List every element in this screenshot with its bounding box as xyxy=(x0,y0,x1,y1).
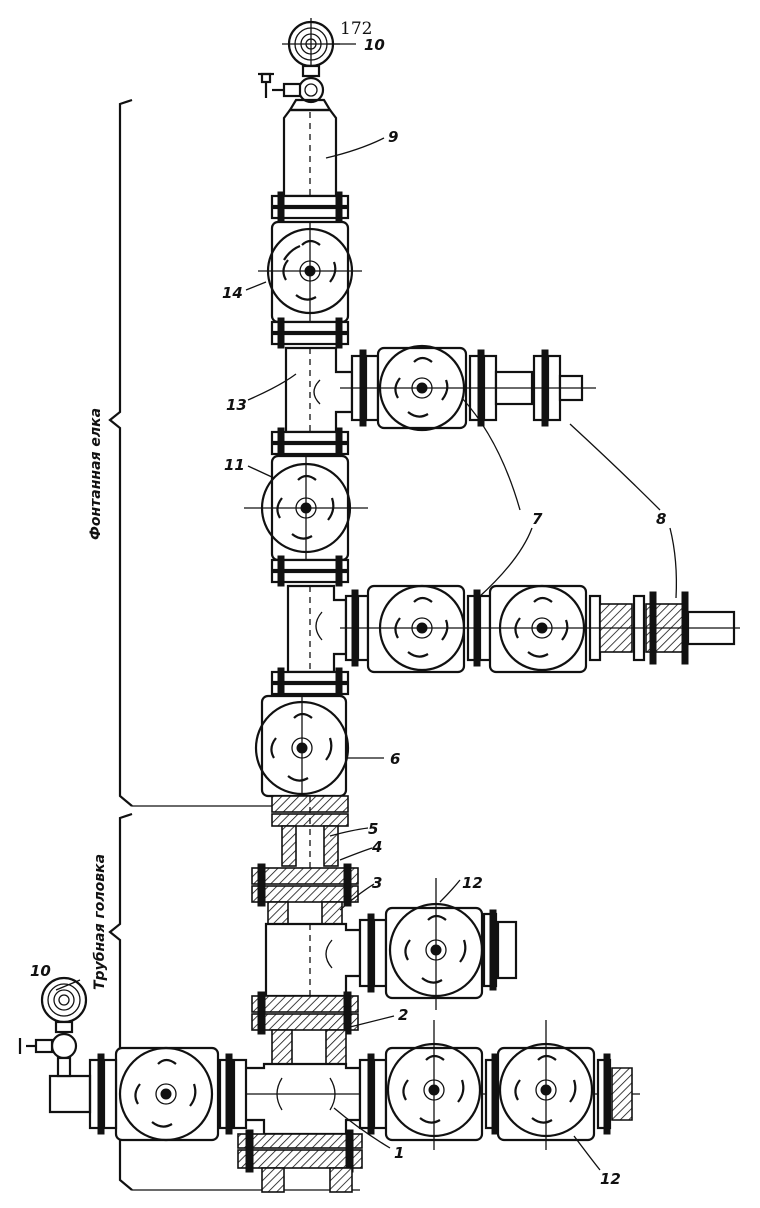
christmas-tree-label: Фонтанная елка xyxy=(88,408,104,540)
top-pressure-gauge xyxy=(258,18,340,104)
flange-tree-bottom xyxy=(270,667,350,699)
valve-6 xyxy=(254,694,350,798)
callout-labels: 10 9 14 13 11 7 8 6 5 4 3 12 10 2 1 12 xyxy=(30,36,666,1188)
lower-wing-line xyxy=(340,584,740,674)
leader-lines xyxy=(55,43,678,1171)
callout-10-left: 10 xyxy=(30,962,51,980)
left-casing-valve xyxy=(48,1046,248,1142)
callout-1: 1 xyxy=(394,1144,404,1162)
callout-6: 6 xyxy=(390,750,400,768)
tubing-head-label: Трубная головка xyxy=(92,854,108,990)
flange-13-bottom xyxy=(270,427,350,459)
tubing-head-bracket xyxy=(108,812,360,1191)
lower-tree-tee xyxy=(286,584,348,674)
callout-13: 13 xyxy=(226,396,247,414)
callout-5: 5 xyxy=(368,820,378,838)
flange-14-bottom xyxy=(270,317,350,349)
tubing-head-side-line xyxy=(358,878,518,1010)
callout-4: 4 xyxy=(371,838,382,856)
callout-12-bottom: 12 xyxy=(600,1170,621,1188)
upper-wing-line xyxy=(340,344,596,432)
left-pressure-gauge xyxy=(18,976,88,1078)
callout-8: 8 xyxy=(656,510,666,528)
valve-11 xyxy=(244,454,368,562)
tubing-head-cross xyxy=(264,922,362,998)
flange-11-bottom xyxy=(270,555,350,587)
callout-12-top: 12 xyxy=(462,874,483,892)
flange-upper xyxy=(270,191,350,223)
tubing-hanger-flange xyxy=(251,863,359,925)
right-casing-valves xyxy=(358,1020,633,1150)
callout-9: 9 xyxy=(388,128,398,146)
page-number: 172 xyxy=(340,19,372,39)
casing-head-base xyxy=(237,1129,363,1193)
callout-14: 14 xyxy=(222,284,243,302)
callout-2: 2 xyxy=(398,1006,408,1024)
casing-head-flange xyxy=(251,991,359,1065)
callout-7: 7 xyxy=(532,510,543,528)
callout-11: 11 xyxy=(224,456,245,474)
valve-14 xyxy=(258,220,362,324)
callout-10-top: 10 xyxy=(364,36,385,54)
tee-13 xyxy=(284,346,354,434)
adapter-flange xyxy=(271,795,349,868)
buffer-pipe xyxy=(282,98,338,198)
callout-3: 3 xyxy=(372,874,382,892)
